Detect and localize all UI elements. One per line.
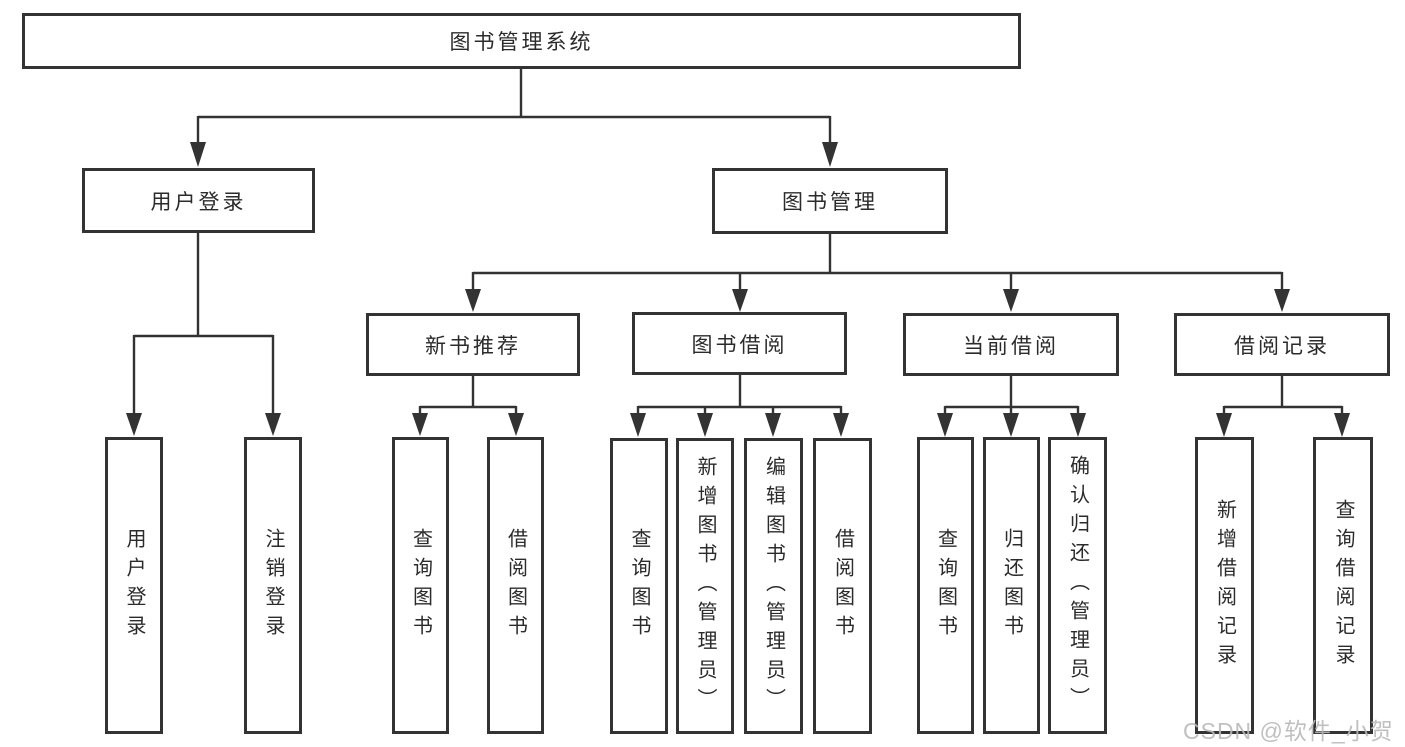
arrowheads	[126, 142, 1350, 437]
leaf-user-login: 用户登录	[105, 437, 163, 734]
node-root: 图书管理系统	[22, 13, 1021, 69]
node-user-login: 用户登录	[82, 168, 315, 233]
node-borrow-records: 借阅记录	[1174, 313, 1390, 376]
leaf-borrow-books-1: 借阅图书	[487, 437, 544, 734]
leaf-query-books-1: 查询图书	[392, 437, 449, 734]
node-book-management: 图书管理	[712, 168, 948, 234]
leaf-query-books-2: 查询图书	[610, 438, 668, 734]
leaf-query-borrow-record: 查询借阅记录	[1313, 437, 1373, 734]
tree-connector-current-borrow	[943, 376, 1080, 414]
tree-connector-user-login	[132, 232, 275, 414]
leaf-logout: 注销登录	[244, 437, 302, 734]
leaf-confirm-return-admin: 确认归还（管理员）	[1048, 437, 1107, 734]
tree-connector-book-borrow	[636, 375, 843, 414]
leaf-add-books-admin: 新增图书（管理员）	[676, 438, 734, 734]
tree-connector-borrow-records	[1222, 376, 1344, 414]
leaf-return-books: 归还图书	[983, 437, 1040, 734]
leaf-query-books-3: 查询图书	[917, 437, 974, 734]
tree-connector-book-mgmt	[471, 234, 1284, 290]
tree-connector-new-books	[418, 376, 518, 414]
node-new-book-recommend: 新书推荐	[366, 313, 580, 376]
leaf-borrow-books-2: 借阅图书	[813, 438, 872, 734]
node-current-borrow: 当前借阅	[903, 313, 1119, 376]
tree-connector-root	[196, 69, 832, 143]
node-book-borrow: 图书借阅	[632, 312, 847, 375]
leaf-add-borrow-record: 新增借阅记录	[1195, 437, 1254, 734]
leaf-edit-books-admin: 编辑图书（管理员）	[744, 438, 803, 734]
